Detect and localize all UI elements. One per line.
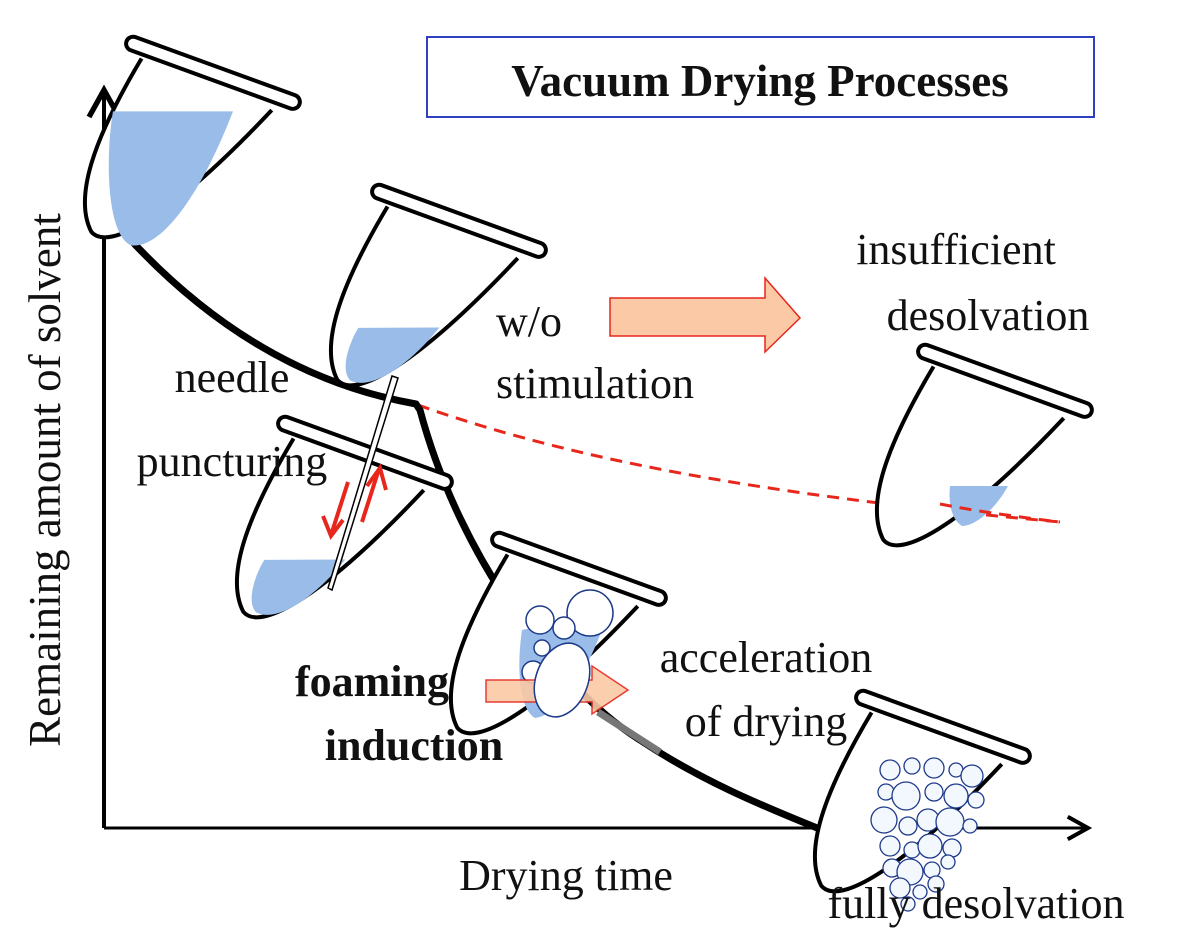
tube-initial [82, 34, 302, 246]
foam-bubble [891, 781, 921, 811]
label-acceleration: acceleration [660, 633, 873, 682]
title-box: Vacuum Drying Processes [426, 36, 1095, 118]
tube-cap [370, 182, 548, 259]
drying-curve [103, 209, 824, 834]
foam-bubble [917, 833, 943, 859]
dashed-curve-without-stimulation [417, 403, 1061, 524]
foam-bubble [924, 782, 944, 802]
foam-bubble [927, 875, 945, 893]
dashed-curve-overlay [939, 502, 1061, 524]
bubble [552, 616, 576, 640]
foam-bubble [943, 783, 969, 809]
label-fully-desolvation: fully desolvation [828, 879, 1125, 928]
tube-cap [124, 34, 302, 111]
foam-bubble [923, 757, 945, 779]
foam-bubble [962, 818, 978, 834]
arrow-up [360, 471, 380, 523]
title-text: Vacuum Drying Processes [511, 56, 1008, 106]
bubble [525, 605, 555, 635]
tube-before-stimulation [328, 182, 548, 388]
tube-cap [854, 688, 1032, 765]
label-insufficient: insufficient [856, 225, 1056, 274]
foam-bubble [942, 838, 962, 858]
foam-bubble [900, 896, 916, 912]
label-induction: induction [325, 721, 504, 770]
foam-bubble [898, 816, 918, 836]
residual-liquid [949, 486, 1008, 526]
foam-bubble [935, 807, 965, 837]
label-puncturing: puncturing [137, 437, 328, 486]
y-axis-label: Remaining amount of solvent [20, 213, 70, 747]
liquid [251, 559, 346, 615]
foam-bubble [870, 806, 898, 834]
x-axis-label: Drying time [459, 851, 673, 900]
bubble [566, 589, 614, 637]
liquid [345, 327, 440, 383]
tube-cap [276, 414, 454, 491]
needle-shaft [327, 375, 399, 592]
arrow-down [330, 481, 350, 533]
label-desolvation: desolvation [887, 291, 1090, 340]
drying-curve-highlight [596, 709, 662, 755]
bubble-front [533, 642, 591, 718]
needle [327, 375, 399, 592]
tube-insufficient [874, 342, 1094, 548]
foam-bubble [960, 764, 984, 788]
foam-bubble [912, 884, 928, 900]
needle-motion-arrows [321, 463, 388, 541]
foam-bubble [889, 877, 911, 899]
liquid [108, 111, 233, 246]
title-border [426, 36, 1095, 118]
foam-bubble [903, 757, 921, 775]
label-of-drying: of drying [685, 697, 848, 746]
bubble [533, 639, 551, 657]
foam-bubble [940, 854, 956, 870]
label-without: w/o [496, 297, 562, 346]
foam-bubble [967, 791, 985, 809]
label-needle: needle [175, 353, 290, 402]
arrow-to-insufficient [609, 276, 802, 354]
label-foaming: foaming [295, 657, 449, 706]
label-stimulation: stimulation [496, 359, 694, 408]
tube-needle-puncturing [234, 414, 454, 620]
arrow-down-head [321, 515, 345, 541]
fine-foam-bubbles [870, 757, 985, 912]
foam-bubble [879, 835, 901, 857]
foam-bubble [879, 759, 901, 781]
tube-cap [916, 342, 1094, 419]
tube-cap [490, 530, 668, 607]
arrow-up-head [365, 463, 388, 491]
